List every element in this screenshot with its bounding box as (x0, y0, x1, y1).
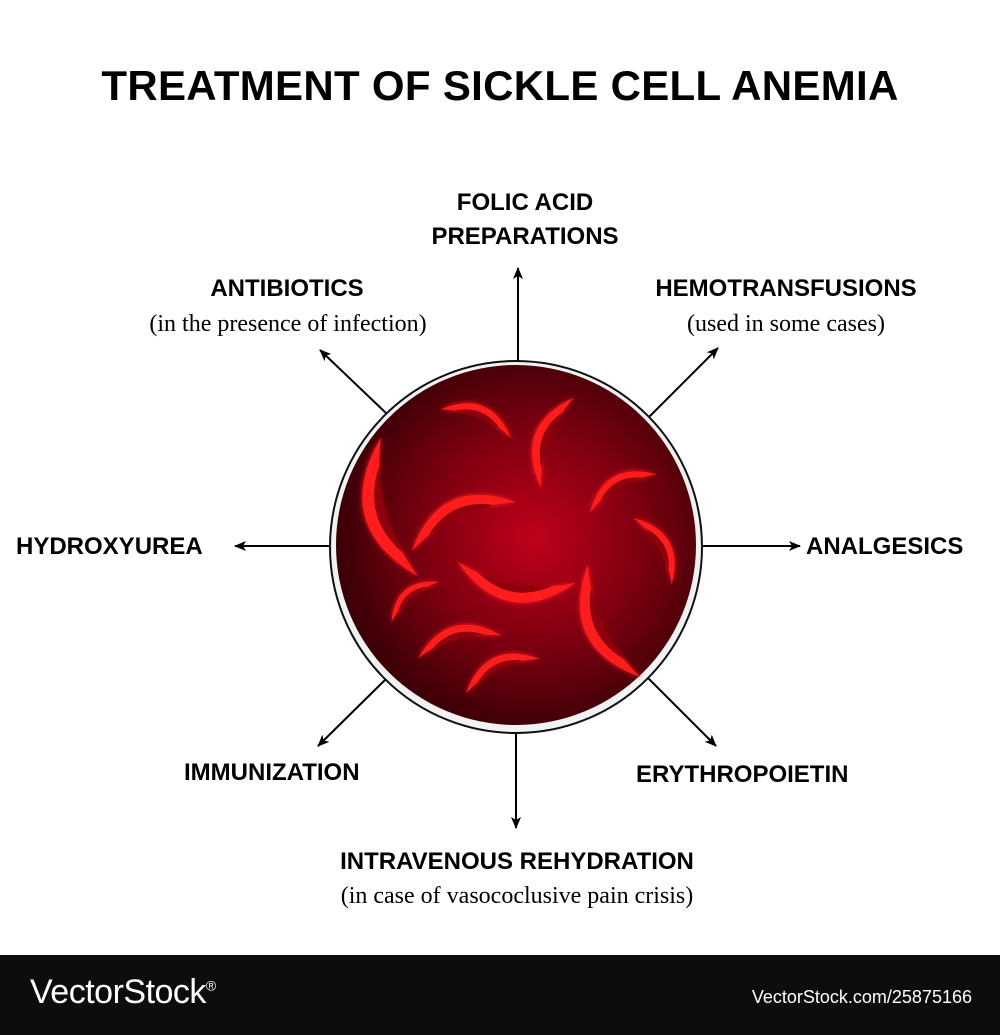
arrow-immunization (317, 679, 386, 747)
watermark-footer: VectorStock® VectorStock.com/25875166 (0, 955, 1000, 1035)
diagram-title: TREATMENT OF SICKLE CELL ANEMIA (101, 62, 899, 109)
label-folic-acid-line2: PREPARATIONS (431, 223, 619, 250)
label-folic-acid-line1: FOLIC ACID (456, 189, 594, 216)
note-hemotransfusions: (used in some cases) (687, 311, 885, 337)
diagram-canvas (234, 267, 801, 829)
label-antibiotics: ANTIBIOTICS (210, 275, 364, 302)
arrow-hemotransfusions (647, 347, 719, 419)
label-intravenous: INTRAVENOUS REHYDRATION (340, 848, 694, 875)
brand-logo: VectorStock® (30, 973, 216, 1012)
label-immunization: IMMUNIZATION (184, 759, 360, 786)
blood-vessel-illustration (329, 360, 703, 734)
note-antibiotics: (in the presence of infection) (149, 311, 427, 337)
arrow-antibiotics (319, 349, 387, 414)
brand-registered-mark: ® (205, 977, 216, 994)
arrow-erythropoietin (647, 677, 717, 747)
brand-name: VectorStock (30, 973, 206, 1011)
image-id: VectorStock.com/25875166 (751, 987, 972, 1007)
label-erythropoietin: ERYTHROPOIETIN (636, 761, 849, 788)
label-analgesics: ANALGESICS (806, 533, 964, 560)
note-intravenous: (in case of vasococlusive pain crisis) (340, 883, 694, 909)
label-hydroxyurea: HYDROXYUREA (16, 533, 203, 560)
label-hemotransfusions: HEMOTRANSFUSIONS (655, 275, 917, 302)
